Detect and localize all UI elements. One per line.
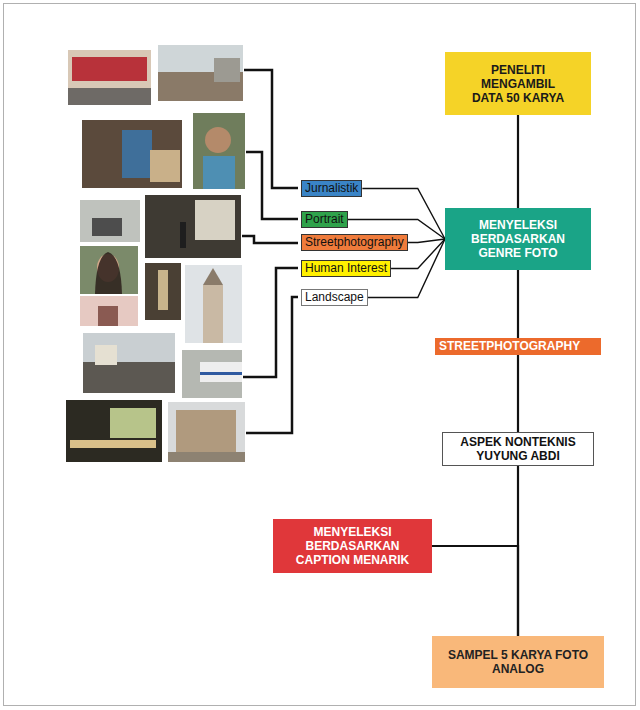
photo [185, 265, 242, 343]
photo [80, 200, 140, 242]
box-text: Streetphotography [305, 235, 404, 250]
photo [168, 402, 245, 462]
photo-detail [205, 127, 231, 153]
box-text: Jurnalistik [305, 181, 358, 196]
box-text: MENYELEKSI BERDASARKAN CAPTION MENARIK [288, 525, 417, 567]
box-text: Human Interest [305, 261, 387, 276]
photo-detail [92, 218, 122, 236]
leader-line [246, 152, 298, 219]
leader-line [246, 297, 298, 433]
photo [158, 45, 243, 101]
connector [517, 270, 519, 338]
photo [68, 50, 151, 105]
photo-detail [110, 408, 156, 438]
photo-detail [70, 440, 156, 448]
photo [82, 120, 182, 188]
connector [408, 239, 445, 243]
photo [80, 296, 138, 326]
connector [432, 546, 518, 636]
photo [193, 113, 245, 189]
process-box: ASPEK NONTEKNIS YUYUNG ABDI [442, 432, 594, 466]
process-box: PENELITI MENGAMBIL DATA 50 KARYA [445, 52, 591, 115]
photo-detail [203, 268, 223, 285]
box-text: SAMPEL 5 KARYA FOTO ANALOG [440, 648, 596, 676]
photo-detail [83, 362, 175, 393]
leader-line [244, 70, 298, 188]
photo-detail [195, 200, 235, 240]
photo [83, 333, 175, 393]
box-text: Landscape [305, 290, 364, 305]
photo-detail [200, 362, 242, 382]
photo [145, 263, 181, 320]
photo-detail [200, 372, 242, 375]
photo-detail [72, 57, 147, 81]
photo-detail [168, 452, 245, 462]
genre-tag: Landscape [301, 289, 368, 306]
genre-tag: Human Interest [301, 260, 391, 277]
connector [517, 115, 519, 208]
photo-detail [95, 345, 117, 365]
genre-tag: Jurnalistik [301, 180, 362, 197]
frame [4, 4, 636, 706]
category-band: STREETPHOTOGRAPHY [435, 338, 601, 355]
photo-detail [98, 306, 118, 326]
box-text: Portrait [305, 212, 344, 227]
photo [182, 350, 242, 398]
photo-detail [176, 410, 236, 456]
connector [362, 189, 445, 240]
photo-detail [180, 222, 186, 248]
photo-detail [158, 270, 168, 310]
connector [517, 355, 519, 432]
photo [145, 195, 241, 258]
box-text: STREETPHOTOGRAPHY [439, 339, 597, 354]
leader-line [243, 268, 298, 377]
photo-detail [122, 130, 152, 178]
genre-tag: Streetphotography [301, 234, 408, 251]
box-text: ASPEK NONTEKNIS YUYUNG ABDI [451, 435, 585, 463]
leader-line [242, 236, 298, 243]
photo [80, 246, 138, 294]
photo-detail [95, 252, 122, 294]
process-box: MENYELEKSI BERDASARKAN GENRE FOTO [445, 208, 591, 270]
photo-detail [203, 156, 235, 189]
photo-detail [150, 150, 180, 182]
box-text: PENELITI MENGAMBIL DATA 50 KARYA [467, 63, 569, 105]
photo-detail [68, 88, 151, 105]
photo-detail [203, 285, 223, 343]
photo-detail [214, 58, 240, 82]
result-box: SAMPEL 5 KARYA FOTO ANALOG [432, 636, 604, 688]
photo [66, 400, 162, 462]
box-text: MENYELEKSI BERDASARKAN GENRE FOTO [467, 218, 569, 260]
process-box: MENYELEKSI BERDASARKAN CAPTION MENARIK [273, 519, 432, 573]
genre-tag: Portrait [301, 211, 348, 228]
